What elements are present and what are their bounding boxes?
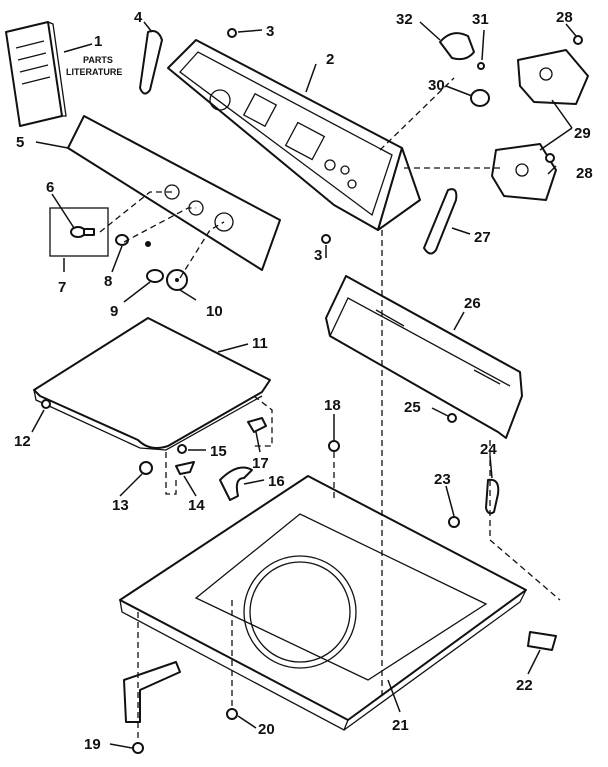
callout-21: 21 [392,717,409,734]
parts-literature-booklet [5,21,67,127]
callout-20: 20 [258,721,275,738]
callout-31: 31 [472,11,489,28]
hinge-screw [177,444,187,454]
callout-12: 12 [14,433,31,450]
parts-literature-label-line1: PARTS [83,55,113,65]
control-panel-face [67,115,281,271]
end-cap-left [139,30,163,95]
control-knob-30 [470,89,490,107]
lid-bumper [41,399,51,409]
callout-30: 30 [428,77,445,94]
callout-8: 8 [104,273,112,290]
callout-26: 26 [464,295,481,312]
callout-6: 6 [46,179,54,196]
callout-24: 24 [480,441,497,458]
callout-23: 23 [434,471,451,488]
callout-4: 4 [134,9,143,26]
grommet [328,440,340,452]
callout-15: 15 [210,443,227,460]
guide-knob-link [99,191,172,233]
callout-32: 32 [396,11,413,28]
callout-22: 22 [516,677,533,694]
callout-27: 27 [474,229,491,246]
knob-assembly-box [49,207,109,257]
guide-console-to-switch [379,77,455,151]
callout-9: 9 [110,303,118,320]
knob-disc [166,269,188,291]
knob-small [70,226,95,238]
callout-28-lower: 28 [576,165,593,182]
hinge-bolt [139,461,153,475]
callout-2: 2 [326,51,334,68]
washer-top-assembly [119,475,527,731]
callout-13: 13 [112,497,129,514]
callout-25: 25 [404,399,421,416]
guide-knob-link-2 [123,207,196,243]
leveling-foot [226,708,238,720]
callout-29: 29 [574,125,591,142]
model-tag [527,631,557,651]
callout-14: 14 [188,497,205,514]
leader-lines [31,21,577,749]
callout-7: 7 [58,279,66,296]
hinge-bracket [247,417,267,433]
backsplash-screw [447,413,457,423]
switch-screw-lower [545,153,555,163]
backsplash-panel [325,275,523,439]
callout-11: 11 [252,335,268,352]
callout-3-lower: 3 [314,247,322,264]
knob-large [146,269,164,283]
hinge-dash-right [253,395,273,447]
callout-17: 17 [252,455,269,472]
screw-top [227,28,237,38]
guide-right-side [489,440,561,601]
callout-16: 16 [268,473,285,490]
timer-switch-upper [517,49,589,105]
timer-switch-lower [491,143,557,201]
control-console [167,39,421,231]
callout-3-top: 3 [266,23,274,40]
clip-31 [477,62,485,70]
hinge-dash-left [165,452,177,495]
end-cap-right [423,188,458,255]
wire-clip [448,516,460,528]
mounting-bracket [123,661,181,723]
parts-literature-label-line2: LITERATURE [66,67,122,77]
washer-lid [33,317,271,451]
screw-lower [321,234,331,244]
switch-screw-top [573,35,583,45]
callout-5: 5 [16,134,24,151]
bracket-screw [132,742,144,754]
callout-28-top: 28 [556,9,573,26]
lid-switch-actuator [219,466,253,501]
lid-switch [485,478,500,515]
callout-19: 19 [84,736,101,753]
callout-10: 10 [206,303,223,320]
timer-32 [439,32,475,61]
lid-hinge-clip [175,461,195,475]
callout-1: 1 [94,33,102,50]
callout-18: 18 [324,397,341,414]
